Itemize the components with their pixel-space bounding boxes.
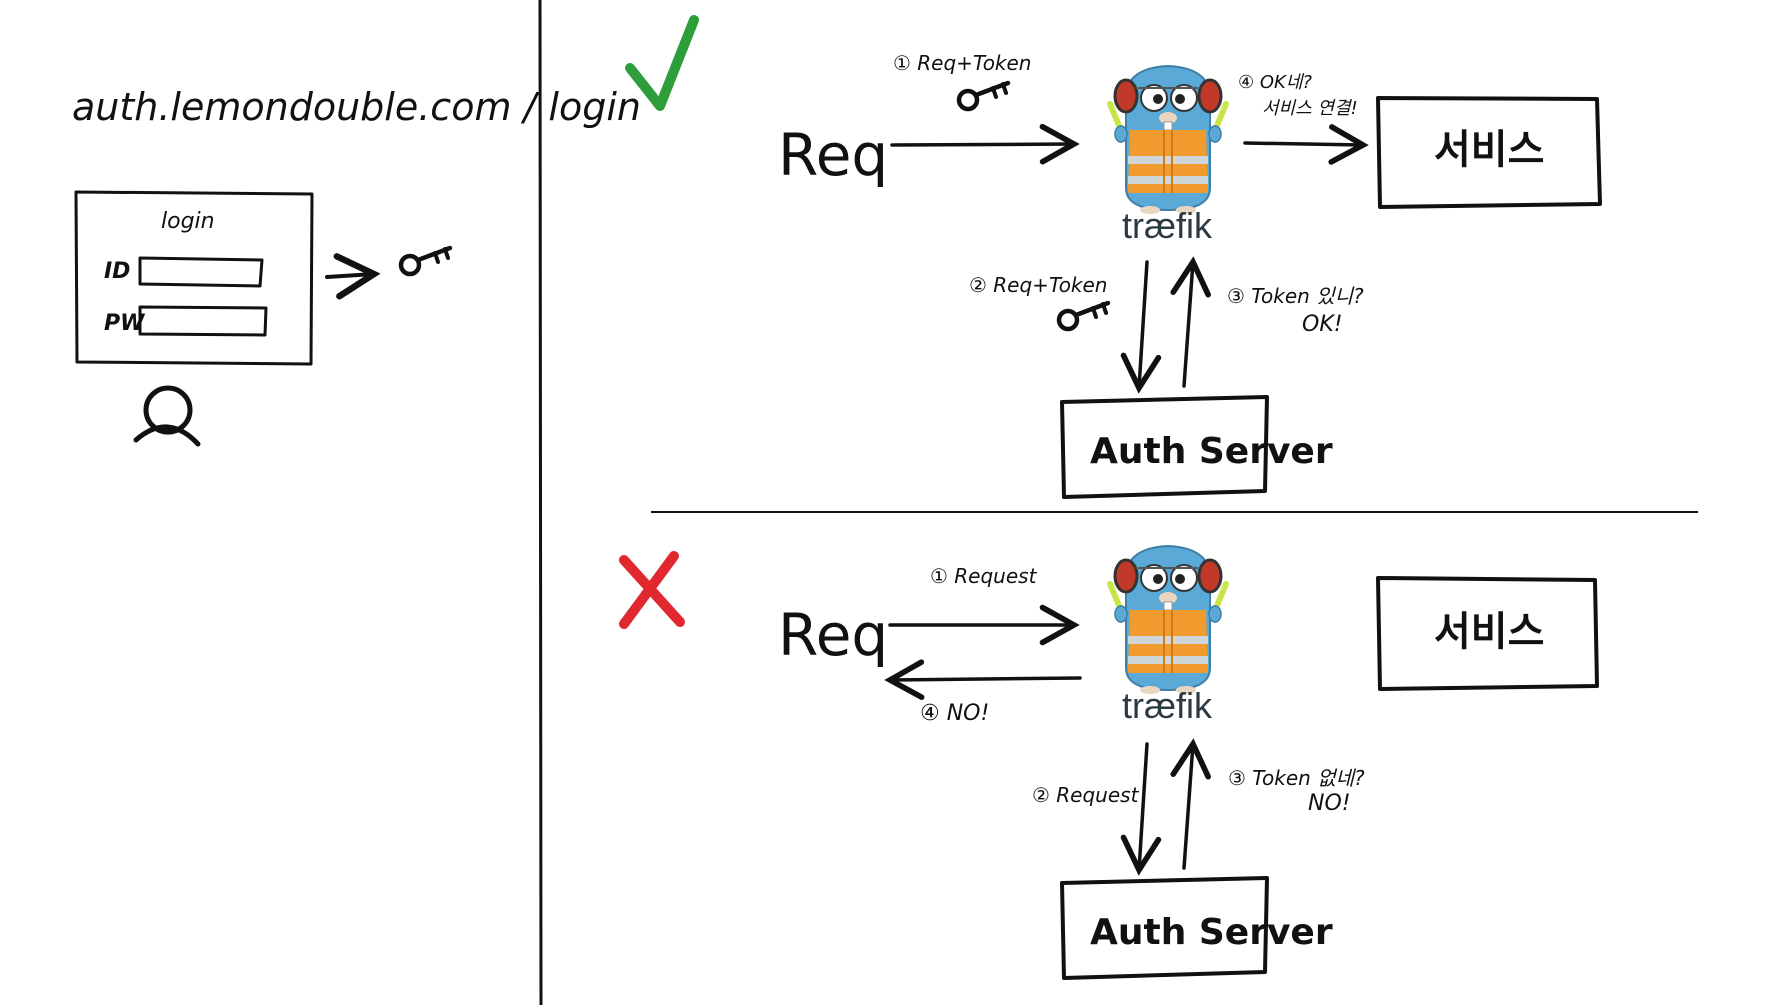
panel-divider [538,0,543,1005]
traefik-gopher-icon [1110,546,1226,694]
failure-proxy-to-req-arrow [884,659,1082,700]
failure-step1-label: ① Request [930,564,1038,588]
success-step4-label-line2: 서비스 연결! [1262,98,1358,119]
failure-service-label: 서비스 [1434,609,1544,655]
success-proxy-label: træfik [1122,205,1213,246]
success-req-to-proxy-arrow [890,123,1080,165]
success-proxy-to-service-arrow [1243,124,1369,165]
login-form: login ID PW [74,190,314,366]
failure-proxy-to-auth-arrow [1120,742,1162,876]
failure-auth-server-box: Auth Server [1060,876,1333,980]
failure-auth-label: Auth Server [1090,912,1333,953]
success-service-label: 서비스 [1434,127,1544,173]
failure-client-label: Req [778,601,888,669]
failure-step3-label-line2: NO! [1308,791,1351,816]
key-icon [401,248,450,274]
failure-step2-label: ② Request [1032,783,1140,807]
check-mark-icon [625,15,699,111]
key-icon [959,83,1008,109]
success-step4-label-line1: ④ OK네? [1238,72,1312,93]
success-step2-label: ② Req+Token [969,273,1108,297]
success-auth-label: Auth Server [1090,431,1333,472]
login-form-title: login [161,209,215,234]
failure-service-box: 서비스 [1376,576,1599,691]
failure-step3-label-line1: ③ Token 없네? [1228,766,1365,790]
failure-proxy-label: træfik [1122,685,1213,726]
key-icon [1059,303,1108,329]
login-to-key-arrow [325,253,381,300]
success-step1-label: ① Req+Token [893,51,1032,75]
success-auth-to-proxy-arrow [1170,256,1211,388]
user-icon [133,385,201,447]
traefik-gopher-icon [1110,66,1226,214]
success-client-label: Req [778,121,888,189]
success-auth-server-box: Auth Server [1060,395,1333,499]
id-label: ID [104,259,130,284]
id-field [138,256,264,288]
failure-step4-label: ④ NO! [920,701,989,726]
cross-mark-icon [619,551,685,629]
success-service-box: 서비스 [1376,96,1602,209]
pw-field [138,305,268,337]
success-proxy-to-auth-arrow [1120,260,1162,394]
login-url: auth.lemondouble.com / login [72,85,641,129]
success-step3-label-line1: ③ Token 있니? [1227,284,1364,308]
failure-auth-to-proxy-arrow [1170,738,1211,870]
success-step3-label-line2: OK! [1302,312,1343,337]
